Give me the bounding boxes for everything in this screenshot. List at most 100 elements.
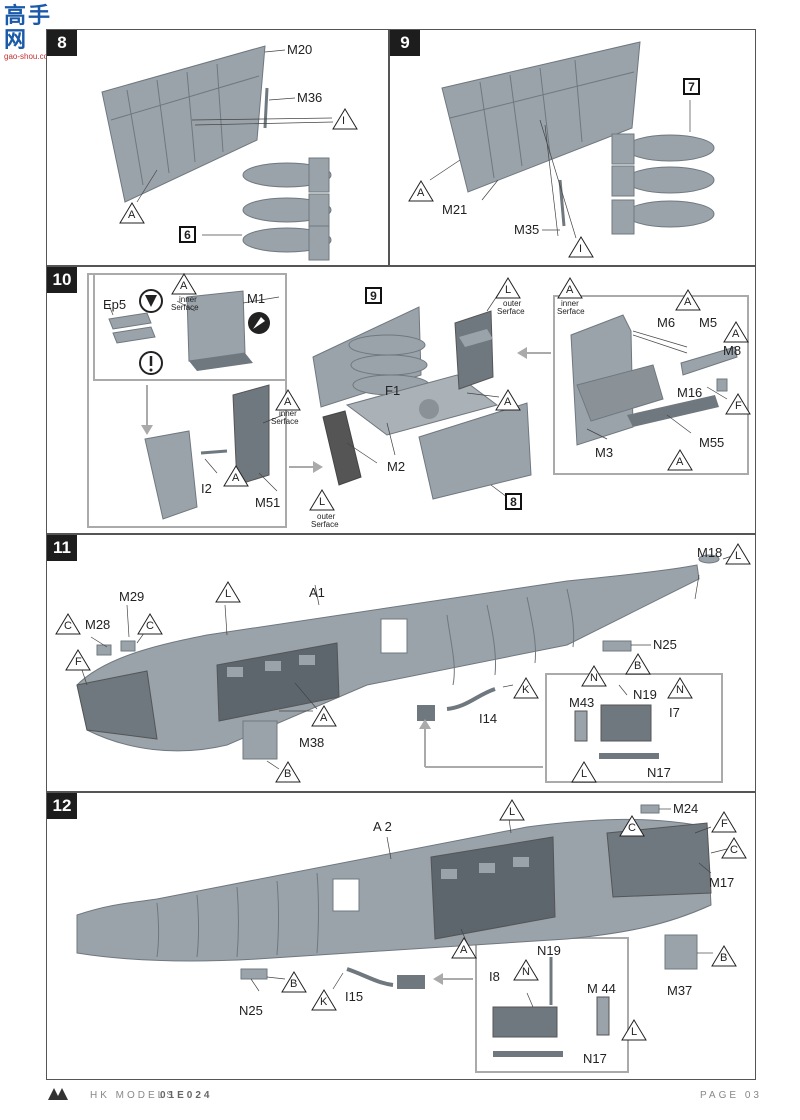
marker-c-text: C (628, 822, 636, 834)
part-label-m8: M8 (723, 343, 742, 358)
triangle-marker-b (625, 653, 651, 675)
marker-l-text: L (225, 588, 232, 600)
subassembly-frame-right (553, 295, 749, 475)
part-label-m16: M16 (677, 385, 703, 400)
marker-l-text: L (319, 496, 326, 508)
triangle-marker-a (675, 289, 701, 311)
note-serface: Serface (311, 520, 339, 529)
part-label-m36: M36 (297, 90, 323, 105)
marker-a-text: A (732, 328, 740, 340)
triangle-marker-n (667, 677, 693, 699)
part-label-m6: M6 (657, 315, 676, 330)
marker-c-text: C (64, 620, 72, 632)
part-label-i8: I8 (489, 969, 500, 984)
step-number: 10 (47, 267, 77, 293)
part-label-n17: N17 (583, 1051, 607, 1066)
note-outer: outer (503, 299, 522, 308)
triangle-marker-a (275, 389, 301, 411)
step-10-panel: 10 (46, 266, 756, 534)
marker-n-text: N (676, 684, 684, 696)
part-label-m38: M38 (299, 735, 325, 750)
triangle-marker-l (621, 1019, 647, 1041)
marker-i-text: I (342, 115, 346, 127)
marker-a-text: A (504, 396, 512, 408)
marker-a-text: A (417, 187, 425, 199)
part-label-m28: M28 (85, 617, 111, 632)
triangle-marker-l (495, 277, 521, 299)
triangle-marker-b (275, 761, 301, 783)
step-reference-9: 9 (365, 287, 382, 304)
part-label-m1: M1 (247, 291, 266, 306)
step-reference-7: 7 (683, 78, 700, 95)
triangle-marker-k (513, 677, 539, 699)
triangle-marker-l (725, 543, 751, 565)
marker-l-text: L (631, 1026, 638, 1038)
marker-l-text: L (735, 550, 742, 562)
part-label-m17: M17 (709, 875, 735, 890)
triangle-marker-a (495, 389, 521, 411)
part-label-m5: M5 (699, 315, 718, 330)
triangle-marker-f (65, 649, 91, 671)
part-label-m44: M 44 (587, 981, 616, 996)
marker-b-text: B (284, 768, 292, 780)
step-reference-6: 6 (179, 226, 196, 243)
triangle-marker-i (568, 236, 594, 258)
step-9-panel: 9 7 A M21 M35 I (389, 29, 756, 266)
part-label-m20: M20 (287, 42, 313, 57)
marker-n-text: N (590, 672, 598, 684)
triangle-marker-b (281, 971, 307, 993)
part-label-a2: A 2 (373, 819, 392, 834)
marker-a-text: A (284, 396, 292, 408)
triangle-marker-l (571, 761, 597, 783)
step-reference-8: 8 (505, 493, 522, 510)
part-label-n19: N19 (633, 687, 657, 702)
part-label-m43: M43 (569, 695, 595, 710)
footer-code: 01E024 (160, 1090, 213, 1101)
marker-c-text: C (730, 844, 738, 856)
triangle-marker-a (667, 449, 693, 471)
triangle-marker-a (311, 705, 337, 727)
marker-l-text: L (509, 806, 516, 818)
step-number: 11 (47, 535, 77, 561)
marker-a-text: A (676, 456, 684, 468)
triangle-marker-b (711, 945, 737, 967)
triangle-marker-k (311, 989, 337, 1011)
part-label-i14: I14 (479, 711, 498, 726)
part-label-m37: M37 (667, 983, 693, 998)
triangle-marker-l (215, 581, 241, 603)
step-10-drawing (108, 289, 738, 520)
part-label-i2: I2 (201, 481, 212, 496)
brand-logo-icon (48, 1088, 68, 1100)
step-number: 9 (390, 30, 420, 56)
note-outer: outer (317, 512, 336, 521)
marker-f-text: F (721, 818, 728, 830)
note-serface: Serface (171, 303, 199, 312)
triangle-marker-c (619, 815, 645, 837)
logo-text: 高手网 (4, 3, 53, 52)
note-inner: inner (561, 299, 579, 308)
triangle-marker-i (332, 108, 358, 130)
triangle-marker-a (408, 180, 434, 202)
part-label-m21: M21 (442, 202, 468, 217)
note-inner: inner (279, 409, 297, 418)
marker-a-text: A (460, 944, 468, 956)
marker-a-text: A (232, 472, 240, 484)
part-label-n17: N17 (647, 765, 671, 780)
note-serface: Serface (497, 307, 525, 316)
part-label-m18: M18 (697, 545, 723, 560)
marker-l-text: L (581, 768, 588, 780)
triangle-marker-c (137, 613, 163, 635)
part-label-f1: F1 (385, 383, 401, 398)
marker-l-text: L (505, 284, 512, 296)
marker-n-text: N (522, 966, 530, 978)
part-label-ep5: Ep5 (103, 297, 127, 312)
note-inner: inner (179, 295, 197, 304)
marker-k-text: K (320, 996, 328, 1008)
logo-sub: gao-shou.com (4, 52, 55, 61)
part-label-m3: M3 (595, 445, 614, 460)
step-11-panel: 11 (46, 534, 756, 792)
step-12-panel: 12 (46, 792, 756, 1080)
part-label-n19: N19 (537, 943, 561, 958)
triangle-marker-c (55, 613, 81, 635)
footer-brand: HK MODELS (90, 1090, 176, 1101)
